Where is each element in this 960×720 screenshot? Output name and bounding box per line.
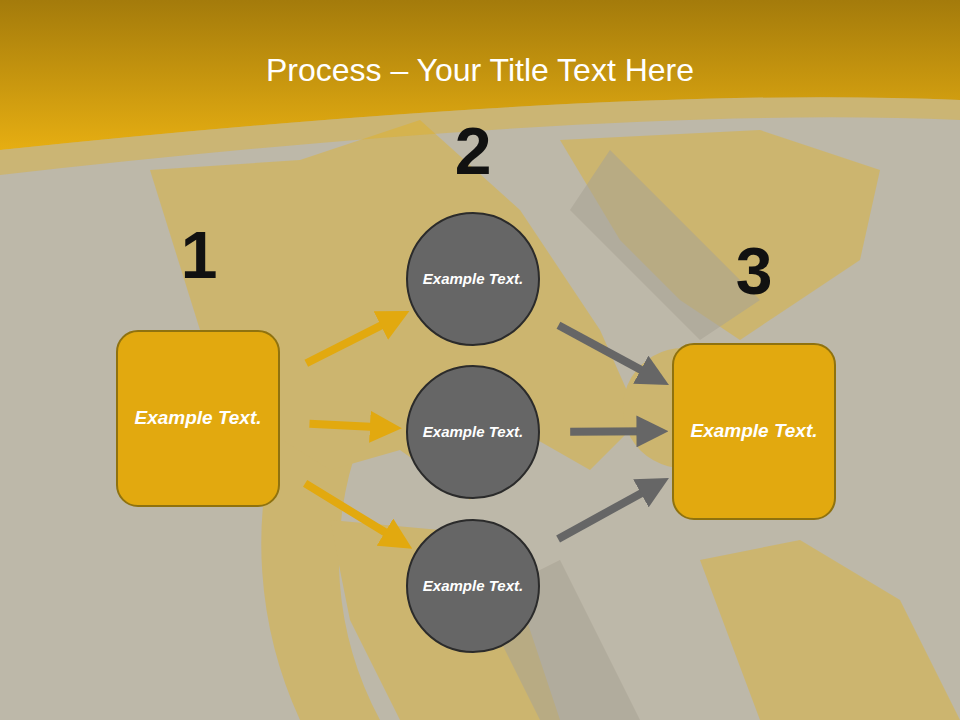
node-text: Example Text. xyxy=(413,421,533,444)
flow-arrow xyxy=(558,325,654,377)
flow-arrow xyxy=(309,424,385,428)
process-box: Example Text. xyxy=(116,330,279,507)
slide-title: Process – Your Title Text Here xyxy=(0,52,960,89)
process-box: Example Text. xyxy=(672,343,835,520)
step-circle: Example Text. xyxy=(406,365,540,499)
flow-arrow xyxy=(558,486,655,539)
node-text: Example Text. xyxy=(413,575,533,598)
flow-arrow xyxy=(305,483,398,540)
callout-number: 3 xyxy=(736,238,773,304)
node-text: Example Text. xyxy=(124,404,271,433)
step-circle: Example Text. xyxy=(406,212,540,346)
flow-arrow xyxy=(570,427,652,435)
node-text: Example Text. xyxy=(680,417,827,446)
callout-number: 2 xyxy=(455,118,492,184)
step-circle: Example Text. xyxy=(406,519,540,653)
flow-arrow xyxy=(306,318,395,363)
callout-number: 1 xyxy=(181,222,218,288)
node-text: Example Text. xyxy=(413,268,533,291)
